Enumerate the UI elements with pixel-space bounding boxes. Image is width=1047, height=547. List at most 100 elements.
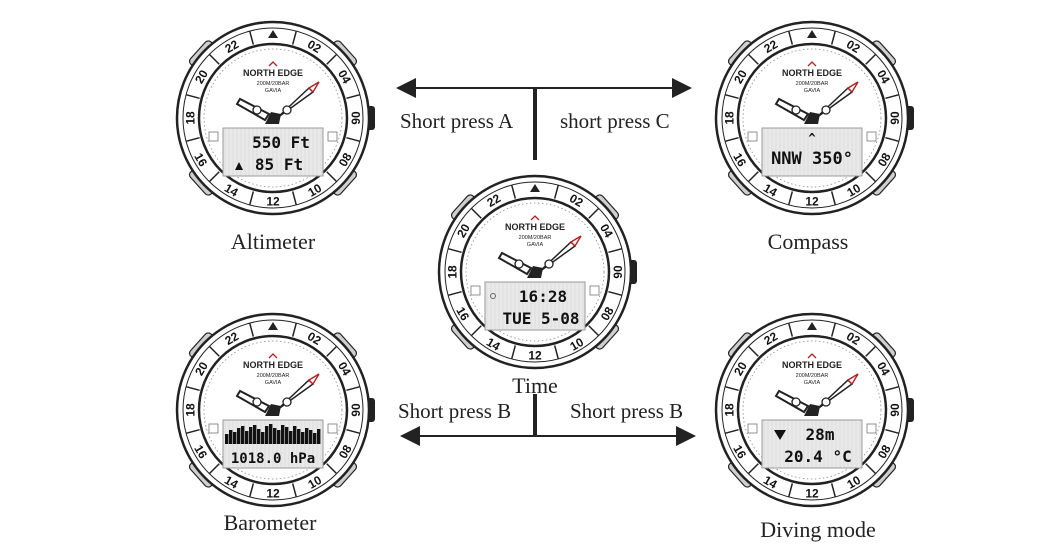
lcd-display: 1018.0 hPa [222, 419, 324, 469]
bezel-triangle-marker [530, 184, 540, 192]
caption-time: Time [512, 373, 558, 398]
bezel-number: 08 [336, 442, 355, 461]
side-status-icon [208, 423, 219, 434]
bezel-number: 08 [336, 150, 355, 169]
lcd-line-2: 85 Ft [255, 155, 303, 174]
brand-depth-rating: 200M/20BAR [257, 373, 290, 379]
lcd-line-1: ^ [808, 131, 815, 145]
bezel-number: 12 [266, 195, 280, 209]
caption-altimeter: Altimeter [231, 229, 316, 254]
bezel-number: 22 [761, 329, 780, 348]
bezel-number: 06 [888, 111, 902, 125]
bezel-number: 06 [611, 265, 625, 279]
bezel-number: 20 [192, 67, 211, 86]
brand-depth-rating: 200M/20BAR [796, 373, 829, 379]
bezel-number: 12 [528, 349, 542, 363]
lcd-line-2: 20.4 °C [784, 447, 851, 466]
bezel-number: 16 [191, 442, 210, 461]
lcd-line-1: 16:28 [519, 287, 567, 306]
caption-compass: Compass [768, 229, 849, 254]
bezel-number: 10 [567, 335, 586, 354]
lcd-line-2: 1018.0 hPa [231, 451, 315, 467]
bezel-number: 20 [731, 67, 750, 86]
bezel-number: 02 [305, 329, 324, 348]
connector-top [396, 78, 692, 160]
bezel-number: 10 [305, 473, 324, 492]
lcd-line-1: 28m [806, 425, 835, 444]
bezel-number: 20 [454, 221, 473, 240]
side-status-icon [208, 131, 219, 142]
arrow-label-short-press-c: short press C [560, 109, 670, 133]
watch-hands [774, 373, 859, 416]
bezel-number: 14 [222, 181, 241, 200]
bezel-number: 16 [191, 150, 210, 169]
bezel-number: 02 [844, 329, 863, 348]
lcd-line-2: NNW 350° [771, 149, 853, 169]
lcd-display: 550 Ft 85 Ft [222, 127, 324, 177]
bezel-number: 10 [844, 473, 863, 492]
mountain-icon [235, 162, 243, 170]
arrow-label-short-press-b-right: Short press B [570, 399, 683, 423]
brand-depth-rating: 200M/20BAR [796, 81, 829, 87]
bezel-number: 06 [888, 403, 902, 417]
brand-model: GAVIA [265, 380, 282, 386]
side-status-icon [747, 423, 758, 434]
brand-name: NORTH EDGE [243, 360, 303, 370]
bezel-triangle-marker [268, 30, 278, 38]
bezel-number: 14 [761, 181, 780, 200]
brand-model: GAVIA [804, 88, 821, 94]
bezel-number: 04 [874, 359, 893, 378]
bezel-triangle-marker [268, 322, 278, 330]
bezel-number: 12 [266, 487, 280, 501]
bezel-number: 10 [844, 181, 863, 200]
bezel-number: 02 [305, 37, 324, 56]
brand-name: NORTH EDGE [782, 360, 842, 370]
bezel-number: 20 [731, 359, 750, 378]
brand-model: GAVIA [265, 88, 282, 94]
bezel-number: 04 [597, 221, 616, 240]
bezel-number: 04 [335, 359, 354, 378]
bezel-number: 22 [484, 191, 503, 210]
bezel-number: 08 [875, 150, 894, 169]
lcd-line-2: TUE 5-08 [502, 309, 579, 328]
brand-model: GAVIA [527, 242, 544, 248]
bezel-number: 02 [567, 191, 586, 210]
bezel-number: 18 [184, 111, 198, 125]
bezel-number: 06 [349, 111, 363, 125]
caption-barometer: Barometer [224, 510, 318, 535]
lcd-display: ^ NNW 350° [761, 127, 863, 177]
connector-bottom [400, 394, 696, 446]
arrow-label-short-press-a: Short press A [400, 109, 514, 133]
bezel-number: 08 [875, 442, 894, 461]
lock-icon [327, 131, 338, 142]
bezel-number: 10 [305, 181, 324, 200]
bezel-number: 12 [805, 195, 819, 209]
bezel-number: 22 [222, 329, 241, 348]
bezel-number: 02 [844, 37, 863, 56]
side-status-icon [470, 285, 481, 296]
lcd-line-1: 550 Ft [252, 133, 310, 152]
bezel-triangle-marker [807, 30, 817, 38]
bezel-number: 18 [184, 403, 198, 417]
lcd-display: 28m 20.4 °C [761, 419, 863, 469]
caption-diving-mode: Diving mode [760, 517, 876, 542]
bezel-number: 16 [453, 304, 472, 323]
side-status-icon [747, 131, 758, 142]
brand-name: NORTH EDGE [243, 68, 303, 78]
bezel-number: 04 [335, 67, 354, 86]
lock-icon [866, 131, 877, 142]
brand-depth-rating: 200M/20BAR [257, 81, 290, 87]
lock-icon [327, 423, 338, 434]
watch-hands [774, 81, 859, 124]
bezel-number: 12 [805, 487, 819, 501]
bezel-number: 06 [349, 403, 363, 417]
brand-model: GAVIA [804, 380, 821, 386]
arrow-label-short-press-b-left: Short press B [398, 399, 511, 423]
bezel-triangle-marker [807, 322, 817, 330]
